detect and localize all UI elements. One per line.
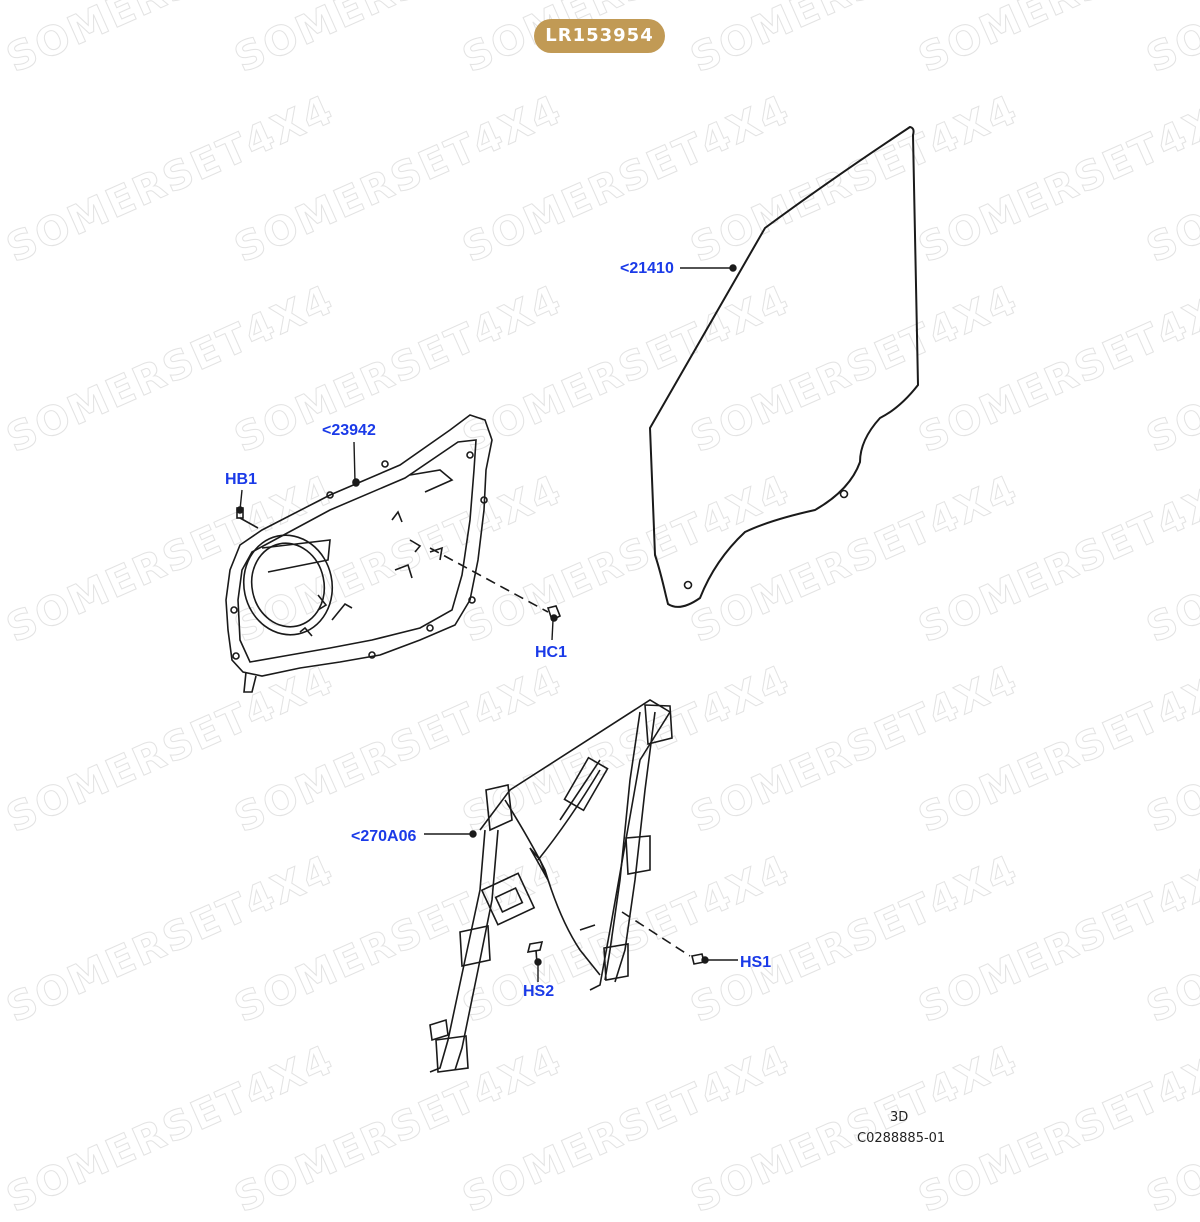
- part-number-badge: LR153954: [534, 19, 665, 53]
- callout-inner-panel[interactable]: <23942: [322, 422, 376, 439]
- inner-door-panel: [225, 414, 493, 693]
- view-label: 3D: [890, 1110, 909, 1125]
- window-regulator: [429, 699, 673, 1073]
- callout-bolt-hb1[interactable]: HB1: [225, 471, 258, 488]
- clip-hc1: [429, 547, 562, 622]
- callout-glass[interactable]: <21410: [620, 260, 674, 277]
- callout-clip-hc1[interactable]: HC1: [535, 644, 568, 661]
- screw-hs1: [621, 911, 705, 965]
- callout-regulator[interactable]: <270A06: [351, 828, 417, 845]
- callout-screw-hs2[interactable]: HS2: [523, 983, 555, 1000]
- leader-lines: [236, 264, 738, 982]
- callout-screw-hs1[interactable]: HS1: [740, 954, 772, 971]
- illustration-code: C0288885-01: [857, 1131, 946, 1146]
- door-glass: [648, 125, 920, 608]
